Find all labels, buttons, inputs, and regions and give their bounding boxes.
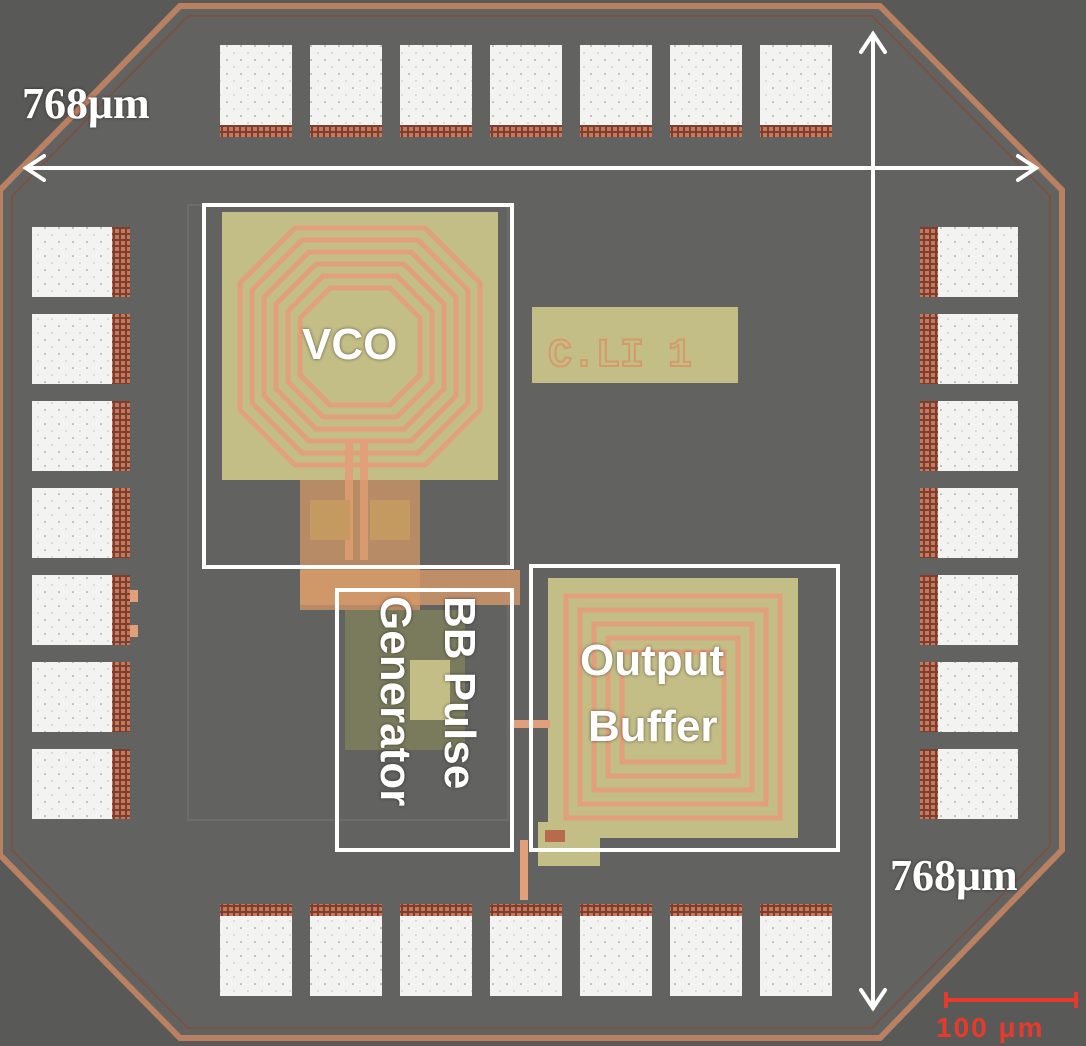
bb-pulse-label: BB Pulse	[435, 596, 484, 790]
height-dimension-label: 768μm	[890, 851, 1018, 900]
output-label: Output	[580, 636, 725, 685]
height-dimension-arrow	[859, 30, 887, 1012]
output-buffer-block-outline	[529, 564, 840, 852]
vco-block-outline	[202, 203, 514, 569]
buffer-label: Buffer	[588, 702, 718, 751]
output-buffer-inductor	[563, 593, 783, 821]
vco-inductor	[237, 225, 483, 468]
scale-bar	[944, 992, 1078, 1008]
scale-bar-label: 100 μm	[936, 1012, 1045, 1043]
pad-row-top	[220, 45, 832, 137]
pad-column-right	[920, 227, 1018, 819]
width-dimension-label: 768μm	[22, 79, 150, 128]
generator-label: Generator	[371, 596, 420, 807]
pad-column-left	[32, 227, 138, 819]
vco-label: VCO	[302, 320, 398, 369]
pad-row-bottom	[220, 904, 832, 996]
width-dimension-arrow	[22, 154, 1040, 182]
pulse-generator-block-outline	[335, 588, 514, 852]
chip-id-label: C.LI 1	[548, 334, 692, 379]
